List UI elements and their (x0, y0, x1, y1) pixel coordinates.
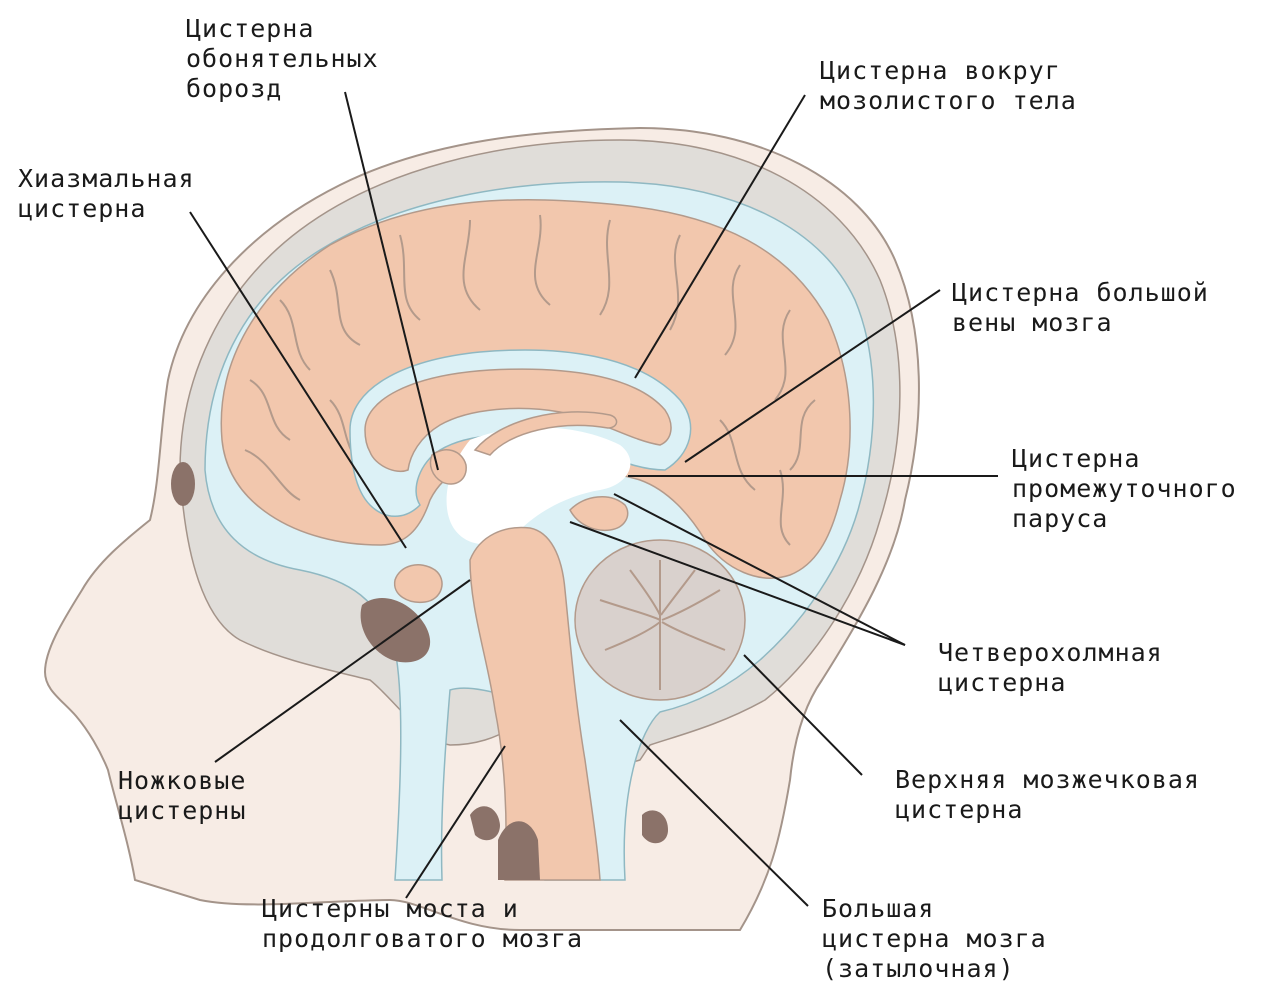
optic-chiasm (395, 565, 442, 602)
frontal-sinus (171, 462, 195, 506)
label-chiasmatic-cistern: Хиазмальная цистерна (18, 164, 195, 224)
label-cisterna-magna: Большая цистерна мозга (затылочная) (822, 894, 1047, 984)
label-quadrigeminal-cistern: Четверохолмная цистерна (938, 638, 1163, 698)
label-olfactory-cistern: Цистерна обонятельных борозд (186, 14, 379, 104)
label-great-vein-cistern: Цистерна большой вены мозга (952, 278, 1209, 338)
label-interpeduncular-cisterns: Ножковые цистерны (118, 766, 246, 826)
label-superior-cerebellar-cistern: Верхняя мозжечковая цистерна (895, 765, 1200, 825)
label-callosal-cistern: Цистерна вокруг мозолистого тела (820, 56, 1077, 116)
label-velum-interpositum-cistern: Цистерна промежуточного паруса (1012, 444, 1237, 534)
label-pontine-medullary-cisterns: Цистерны моста и продолговатого мозга (262, 894, 583, 954)
